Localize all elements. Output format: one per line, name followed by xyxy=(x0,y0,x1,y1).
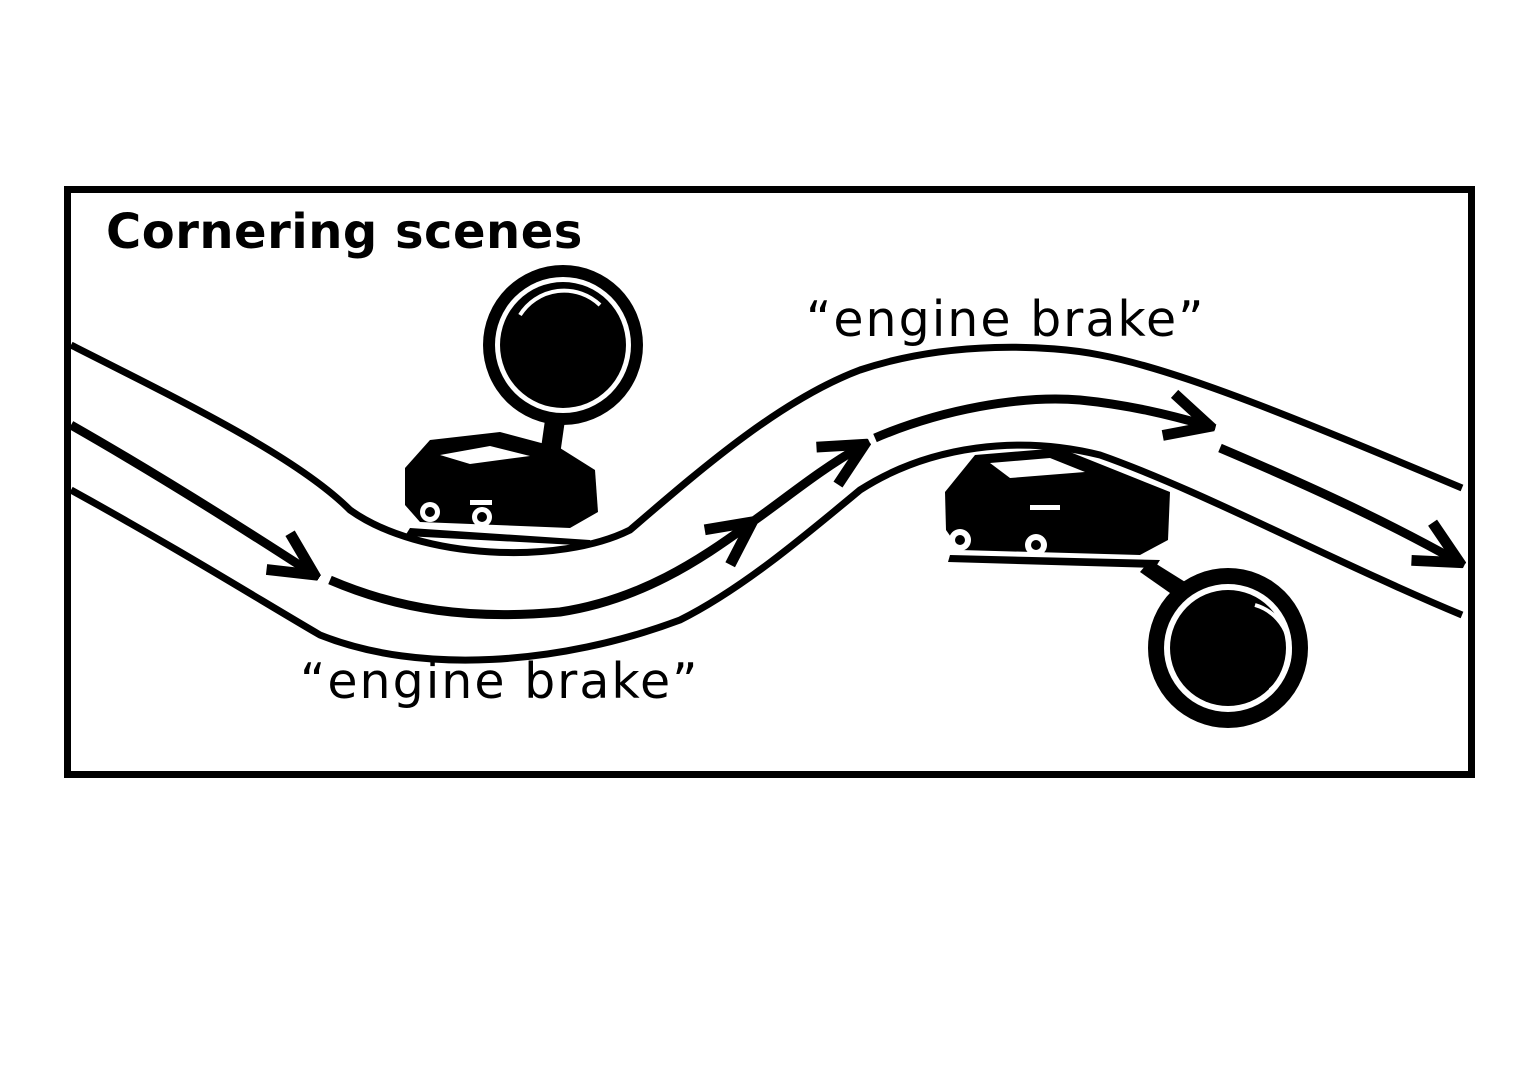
path-segment-5 xyxy=(1218,443,1455,560)
indicator-lamp-icon xyxy=(1140,560,1308,728)
indicator-lamp-icon xyxy=(483,265,643,470)
path-segment-4 xyxy=(873,399,1205,443)
road-edge-lower xyxy=(69,441,1464,664)
engine-brake-label-lower: “engine brake” xyxy=(300,653,700,710)
car-icon xyxy=(945,448,1170,568)
path-segment-2 xyxy=(328,525,748,620)
car-icon xyxy=(405,432,598,546)
figure-title: Cornering scenes xyxy=(106,204,583,260)
road-edge-upper xyxy=(69,341,1464,557)
engine-brake-label-upper: “engine brake” xyxy=(806,291,1206,348)
path-segment-3 xyxy=(752,447,860,524)
path-segment-1 xyxy=(68,421,310,572)
